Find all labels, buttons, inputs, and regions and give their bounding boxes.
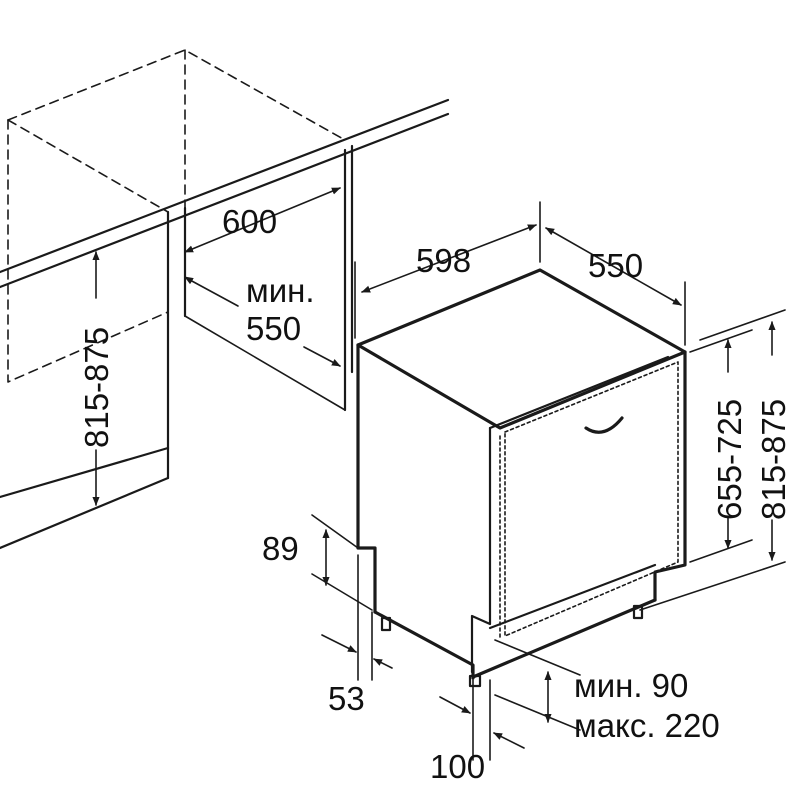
plinth-setback-dimension: 53	[321, 554, 393, 717]
door-height-label: 655-725	[711, 399, 748, 520]
cabinet-depth-label-line2: 550	[246, 310, 301, 347]
appliance-depth-label: 550	[588, 247, 643, 284]
plinth-setback-label: 53	[328, 680, 365, 717]
foot-offset-dimension: 100	[430, 679, 525, 785]
dishwasher-body	[356, 268, 687, 688]
plinth-height-dimension: 89	[262, 514, 373, 611]
appliance-depth-dimension: 550	[545, 227, 686, 346]
door-gap-min-label: мин. 90	[574, 667, 688, 704]
total-height-dimension: 815-875	[639, 309, 792, 611]
plinth-height-label: 89	[262, 530, 299, 567]
foot-offset-label: 100	[430, 748, 485, 785]
door-gap-max-label: макс. 220	[574, 707, 720, 744]
cabinet-width-dimension: 600	[184, 187, 341, 253]
appliance-width-label: 598	[416, 242, 471, 279]
cabinet-height-dimension: 815-875	[78, 251, 115, 506]
cabinet-depth-dimension: мин. 550	[184, 272, 341, 367]
cabinet-niche	[0, 49, 450, 550]
door-height-dimension: 655-725	[689, 329, 753, 563]
total-height-label: 815-875	[755, 399, 792, 520]
cabinet-depth-label-line1: мин.	[246, 272, 315, 309]
cabinet-height-label: 815-875	[78, 327, 115, 448]
door-gap-dimension: мин. 90 макс. 220	[494, 639, 720, 744]
appliance-width-dimension: 598	[354, 201, 541, 339]
cabinet-width-label: 600	[222, 203, 277, 240]
